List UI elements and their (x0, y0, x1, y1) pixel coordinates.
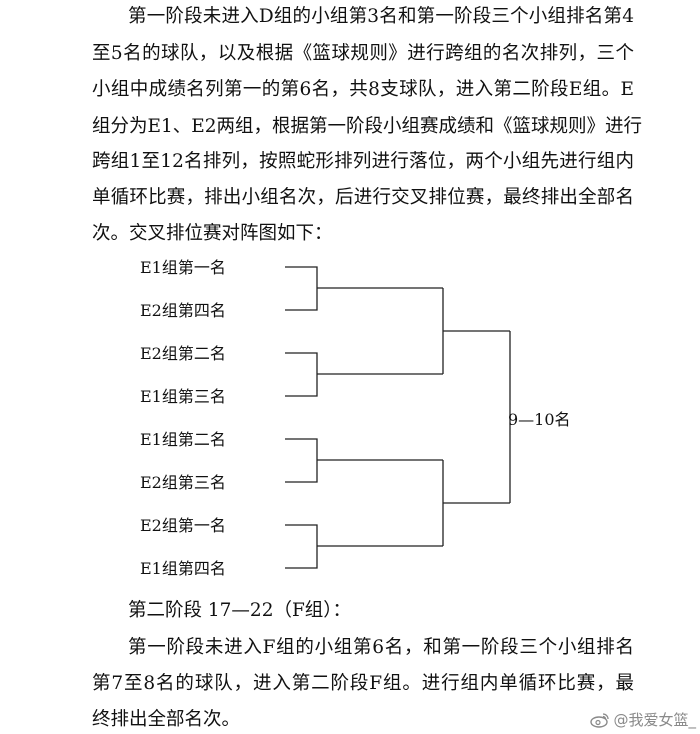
paragraph-line: 次。交叉排位赛对阵图如下： (92, 223, 333, 244)
bracket-team-label: E2组第一名 (140, 516, 226, 535)
watermark: @我爱女篮_ (590, 709, 696, 730)
paragraph-line: 终排出全部名次。 (92, 709, 241, 730)
paragraph-line: 小组中成绩名列第一的第6名，共8支球队，进入第二阶段E组。E (92, 79, 634, 100)
bracket-team-label: E1组第二名 (140, 430, 226, 449)
bracket-connector (285, 524, 443, 569)
bracket-result-label: 9—10名 (508, 410, 571, 429)
paragraph-line: 至5名的球队，以及根据《篮球规则》进行跨组的名次排列，三个 (92, 43, 634, 64)
bracket-team-label: E2组第三名 (140, 473, 226, 492)
paragraph-line: 单循环比赛，排出小组名次，后进行交叉排位赛，最终排出全部名 (92, 187, 634, 208)
paragraph-line: 第一阶段未进入D组的小组第3名和第一阶段三个小组排名第4 (128, 6, 634, 27)
bracket-connector (442, 288, 510, 374)
bracket-team-label: E1组第一名 (140, 258, 226, 277)
weibo-icon (590, 712, 610, 728)
bracket-connector (285, 266, 443, 311)
bracket-team-label: E1组第三名 (140, 387, 226, 406)
bracket-team-label: E1组第四名 (140, 559, 226, 578)
bracket-connector (285, 438, 443, 483)
paragraph-line: 第一阶段未进入F组的小组第6名，和第一阶段三个小组排名 (128, 637, 634, 658)
bracket-team-label: E2组第四名 (140, 301, 226, 320)
bracket-team-label: E2组第二名 (140, 344, 226, 363)
bracket-connector (442, 460, 510, 546)
section-heading: 第二阶段 17—22（F组）： (128, 600, 352, 621)
watermark-text: @我爱女篮_ (613, 711, 696, 729)
paragraph-line: 第7至8名的球队，进入第二阶段F组。进行组内单循环比赛，最 (92, 673, 634, 694)
bracket-connector (285, 352, 443, 397)
paragraph-line: 组分为E1、E2两组，根据第一阶段小组赛成绩和《篮球规则》进行 (92, 116, 643, 137)
paragraph-line: 跨组1至12名排列，按照蛇形排列进行落位，两个小组先进行组内 (92, 151, 634, 172)
